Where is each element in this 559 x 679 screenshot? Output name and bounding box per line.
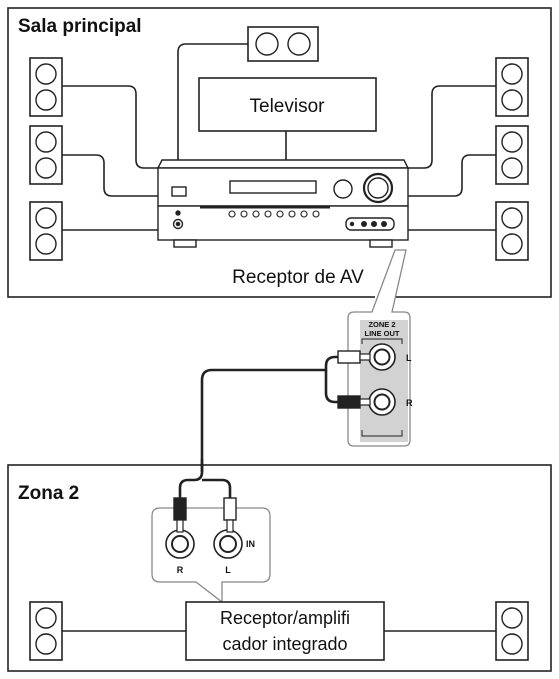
main-room-speaker-wires — [62, 43, 496, 231]
rca-plug-black-top — [337, 395, 371, 409]
integrated-amplifier-label-2: cador integrado — [222, 634, 347, 654]
rca-plug-black-bottom — [173, 497, 187, 533]
integrated-amplifier-label-1: Receptor/amplifi — [220, 608, 350, 628]
zone2-input-callout: R L IN — [151, 507, 271, 604]
zone2-line-out-label-2: LINE OUT — [365, 329, 400, 338]
speaker-surround-back-left — [29, 201, 63, 261]
zone2-speaker-left — [29, 601, 63, 661]
speaker-center — [247, 26, 319, 62]
zone2-speaker-right — [495, 601, 529, 661]
av-receiver — [156, 159, 410, 248]
main-room-title: Sala principal — [18, 16, 142, 37]
input-right-label: R — [177, 565, 184, 575]
input-jack-left — [213, 529, 243, 559]
zone2-frame — [7, 464, 552, 672]
zone2-line-out-callout: ZONE 2 LINE OUT L R — [347, 249, 413, 447]
speaker-surround-left — [29, 125, 63, 185]
line-out-right-label: R — [406, 398, 413, 408]
input-left-label: L — [225, 565, 231, 575]
input-jack-right — [165, 529, 195, 559]
line-out-jack-right — [368, 388, 396, 416]
rca-cable — [178, 355, 338, 498]
speaker-front-left — [29, 57, 63, 117]
speaker-front-right — [495, 57, 529, 117]
speaker-surround-right — [495, 125, 529, 185]
zone2-line-out-label-1: ZONE 2 — [368, 320, 395, 329]
integrated-amplifier: Receptor/amplifi cador integrado — [185, 601, 385, 661]
main-room-frame — [7, 7, 552, 298]
line-out-jack-left — [368, 343, 396, 371]
television-label: Televisor — [250, 96, 326, 117]
speaker-surround-back-right — [495, 201, 529, 261]
television: Televisor — [198, 77, 377, 132]
zone2-title: Zona 2 — [18, 483, 79, 504]
line-out-left-label: L — [406, 353, 412, 363]
rca-plug-white-bottom — [223, 497, 237, 533]
av-receiver-label: Receptor de AV — [232, 267, 364, 288]
rca-plug-white-top — [337, 350, 371, 364]
input-in-label: IN — [246, 539, 255, 549]
